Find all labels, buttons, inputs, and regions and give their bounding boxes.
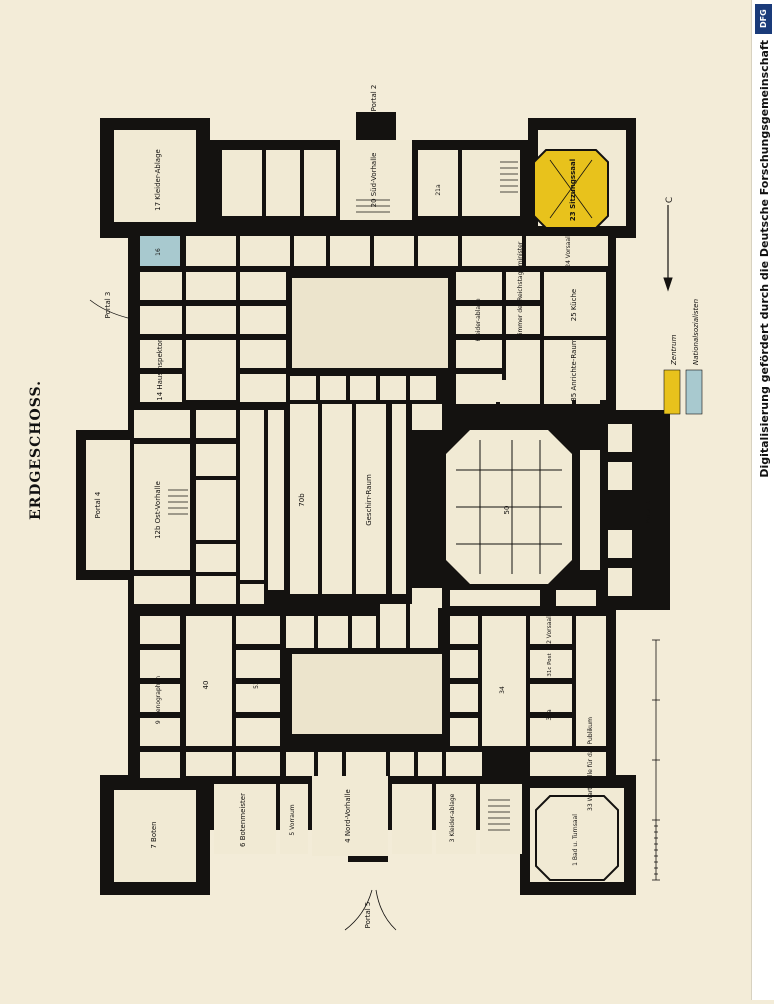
label-room-6: 6 Botenmeister [239, 793, 247, 847]
label-room-51: 53 [253, 681, 260, 689]
label-room-16: 16 [155, 248, 162, 256]
label-portal-3: Portal 3 [104, 292, 112, 319]
label-portal-5: Portal 5 [364, 902, 372, 929]
room-16-nsdap [140, 236, 180, 266]
room-cells [86, 130, 632, 882]
label-room-14: 14 Hausinspektor [156, 339, 164, 401]
label-room-3: 3 Kleider-ablage [449, 793, 456, 842]
plan-title: ERDGESCHOSS. [28, 380, 44, 520]
label-room-25: 25 Küche [570, 289, 578, 321]
legend-label-nsdap: Nationalsozialisten [692, 299, 700, 365]
legend-swatch-nsdap [685, 369, 703, 415]
label-room-7: 7 Boten [150, 821, 158, 848]
credit-strip: DFG Digitalisierung gefördert durch die … [751, 0, 774, 1000]
legend: Zentrum Nationalsozialisten [663, 299, 703, 415]
portal-paths [89, 299, 397, 931]
label-portal-1: Portal 1 [645, 500, 652, 523]
dfg-logo: DFG [755, 4, 772, 34]
label-room-31: 31a [546, 709, 553, 721]
label-room-46: 50 [503, 506, 511, 515]
compass-label: C [665, 197, 675, 203]
label-room-24: 24 Vorsaal [565, 236, 572, 268]
compass-arrow-icon: C [663, 197, 675, 292]
plenary-grid [456, 440, 562, 574]
label-room-12b: 12b Ost-Vorhalle [154, 481, 162, 539]
legend-swatch-zentrum [663, 369, 681, 415]
label-room-durchfahrt: Geschirr-Raum [365, 474, 373, 526]
courtyard-north [292, 654, 442, 734]
label-room-20: 20 Süd-Vorhalle [370, 153, 378, 208]
label-room-35: 35 Anrichte-Raum [570, 338, 578, 401]
label-room-33: 34 [499, 686, 506, 694]
label-room-vorrat: Zimmer der Reichstags-minister [517, 241, 524, 338]
label-room-9: 9 Stenographen [155, 676, 162, 724]
scale-bar [652, 639, 660, 881]
label-portal-4: Portal 4 [94, 491, 102, 518]
legend-label-zentrum: Zentrum [670, 334, 678, 366]
label-room-23: 23 Sitzungssaal [569, 159, 577, 221]
label-room-5: 5 Vorraum [289, 804, 296, 835]
label-room-4: 4 Nord-Vorhalle [344, 789, 352, 843]
label-portal-2: Portal 2 [370, 85, 378, 112]
label-room-36: 40 [202, 681, 210, 690]
floor-plan-diagram: ERDGESCHOSS. [28, 85, 703, 931]
label-room-1: 1 Bad u. Turnsaal [572, 814, 579, 866]
staircases [168, 161, 518, 831]
label-room-31b: 31c Post [547, 653, 553, 677]
digitization-credit: Digitalisierung gefördert durch die Deut… [758, 40, 771, 478]
label-room-32: 33 Wartehalle für das Publikum [587, 717, 594, 811]
label-room-70: 70b [298, 493, 306, 507]
label-room-17: 17 Kleider-Ablage [154, 149, 162, 211]
label-room-21: 21a [435, 184, 442, 196]
label-room-31c: 32 Vorsaal [546, 616, 553, 648]
courtyard-south [292, 278, 448, 368]
label-room-gemuese: Kleider-ablage [475, 298, 482, 341]
